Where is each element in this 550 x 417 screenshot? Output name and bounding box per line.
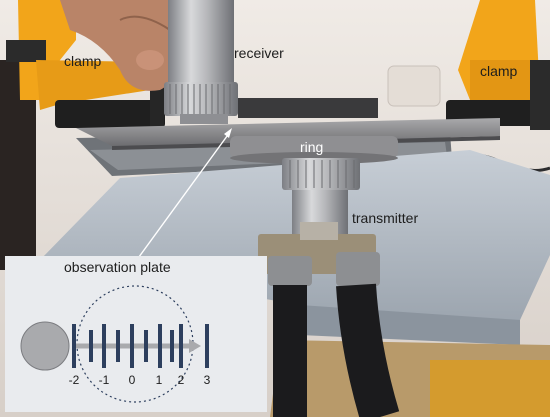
tick-label: -1 — [98, 373, 110, 387]
bar-2 — [179, 324, 183, 368]
hand — [60, 0, 195, 91]
label-transmitter: transmitter — [352, 210, 419, 226]
receiver-sensor — [164, 0, 238, 124]
source-disc — [20, 321, 70, 371]
background-jar — [387, 65, 441, 107]
label-clamp-right: clamp — [480, 63, 518, 79]
label-clamp-left: clamp — [64, 53, 102, 69]
tick-label: 2 — [177, 373, 185, 387]
observation-plate-inset — [5, 256, 267, 412]
tick-label: 3 — [203, 373, 211, 387]
label-observation-plate: observation plate — [64, 259, 171, 275]
bar-neg1 — [102, 324, 106, 368]
tick-label: 0 — [128, 373, 136, 387]
bar-3 — [205, 324, 209, 368]
tick-label: 1 — [155, 373, 163, 387]
tick-label: -2 — [68, 373, 80, 387]
plate-bars — [72, 324, 209, 368]
observation-plate — [76, 118, 500, 146]
background-equipment — [238, 98, 378, 118]
bar-neg2 — [72, 324, 76, 368]
bar-0 — [130, 324, 134, 368]
pointer-line — [127, 131, 231, 273]
bar-1 — [158, 324, 162, 368]
label-ring: ring — [300, 139, 324, 155]
cables — [268, 252, 400, 417]
label-receiver: receiver — [234, 45, 284, 61]
